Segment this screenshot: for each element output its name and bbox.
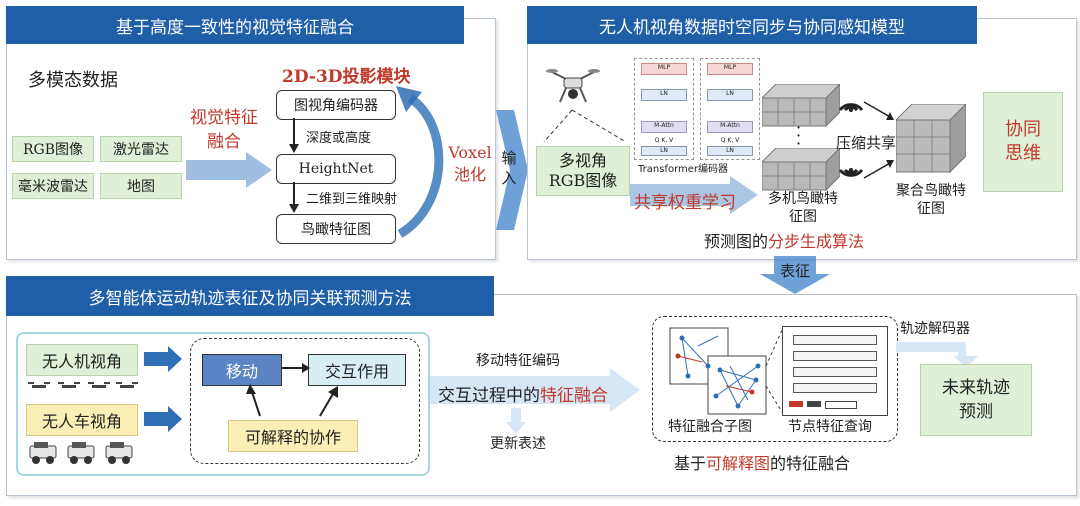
graph-zoom-lines bbox=[765, 329, 783, 413]
heightnet-box: HeightNet bbox=[276, 154, 396, 184]
transformer-block-1: MLP LN M-Attn Q K, V LN bbox=[634, 58, 694, 160]
input-map: 地图 bbox=[100, 173, 182, 199]
uav-view-box: 无人机视角 bbox=[26, 344, 138, 376]
move-box: 移动 bbox=[202, 354, 282, 386]
fusion-process-label: 交互过程中的特征融合 bbox=[438, 386, 608, 406]
node-query-diagram bbox=[782, 326, 888, 416]
feature-grid-icon bbox=[762, 84, 840, 128]
interaction-arrows bbox=[246, 363, 338, 417]
explainable-box: 可解释的协作 bbox=[228, 420, 358, 452]
depth-label: 深度或高度 bbox=[306, 131, 372, 146]
aggregated-grid-icon bbox=[896, 104, 966, 174]
decoder-label: 轨迹解码器 bbox=[900, 321, 970, 337]
uav-arrow bbox=[144, 346, 182, 372]
ugv-arrow bbox=[144, 406, 182, 432]
input-rgb: RGB图像 bbox=[12, 136, 94, 162]
vertical-ellipsis: ··· bbox=[796, 118, 802, 153]
multimodal-label: 多模态数据 bbox=[28, 70, 118, 91]
input-arrow bbox=[496, 110, 528, 230]
fusion-label: 视觉特征融合 bbox=[190, 108, 258, 152]
shared-weight-label: 共享权重学习 bbox=[634, 193, 736, 213]
update-label: 更新表述 bbox=[490, 436, 546, 452]
shared-weight-arrow bbox=[630, 176, 758, 214]
car-icon bbox=[29, 442, 133, 464]
agents-container bbox=[16, 332, 430, 476]
transformer-block-2: MLP LN M-Attn Q K, V LN bbox=[700, 58, 760, 160]
input-mmwave: 毫米波雷达 bbox=[12, 173, 94, 199]
panel3-title: 多智能体运动轨迹表征及协同关联预测方法 bbox=[6, 276, 494, 316]
subgraph-label: 特征融合子图 bbox=[668, 419, 752, 435]
panel2-bottom-text: 预测图的分步生成算法 bbox=[704, 232, 865, 251]
projection-title: 2D-3D投影模块 bbox=[282, 67, 411, 87]
multiview-box: 多视角RGB图像 bbox=[536, 146, 630, 196]
agg-bev-label: 聚合鸟瞰特征图 bbox=[896, 183, 966, 217]
future-trajectory-box: 未来轨迹预测 bbox=[920, 364, 1032, 436]
fusion-process-arrow bbox=[430, 368, 640, 412]
mapping-label: 二维到三维映射 bbox=[306, 192, 398, 207]
compress-share-label: 压缩共享 bbox=[836, 134, 897, 152]
represent-arrow bbox=[760, 256, 830, 294]
compress-arrows bbox=[863, 101, 894, 179]
collab-box: 协同思维 bbox=[983, 92, 1063, 192]
interaction-container bbox=[190, 338, 420, 464]
panel2-title: 无人机视角数据时空同步与协同感知模型 bbox=[527, 6, 977, 44]
node-query-label: 节点特征查询 bbox=[788, 419, 872, 435]
bev-feature-box: 鸟瞰特征图 bbox=[276, 214, 396, 244]
ugv-view-box: 无人车视角 bbox=[26, 404, 138, 436]
encoder-box: 图视角编码器 bbox=[276, 90, 396, 120]
input-lidar: 激光雷达 bbox=[100, 136, 182, 162]
voxel-curve-arrow bbox=[396, 86, 444, 238]
drone-icon-row bbox=[28, 382, 138, 388]
decoder-arrow bbox=[896, 342, 978, 368]
interact-box: 交互作用 bbox=[308, 354, 406, 386]
drone-view-lines bbox=[543, 109, 627, 143]
encoder-to-heightnet-arrow bbox=[289, 118, 299, 153]
motion-encode-label: 移动特征编码 bbox=[476, 353, 560, 369]
multi-bev-label: 多机鸟瞰特征图 bbox=[768, 191, 838, 225]
update-arrow bbox=[506, 408, 526, 434]
wifi-signal-icon-2 bbox=[838, 168, 864, 177]
graph-container bbox=[652, 316, 898, 442]
fusion-arrow bbox=[186, 152, 272, 188]
panel3-bottom-text: 基于可解释图的特征融合 bbox=[674, 454, 851, 473]
graph-icon bbox=[669, 327, 767, 415]
panel1-title: 基于高度一致性的视觉特征融合 bbox=[6, 6, 464, 44]
feature-grid-icon-2 bbox=[762, 148, 840, 192]
drone-icon bbox=[546, 69, 600, 103]
voxel-label: Voxel池化 bbox=[448, 143, 492, 184]
represent-label: 表征 bbox=[780, 262, 811, 280]
transformer-label: Transformer编码器 bbox=[638, 164, 729, 175]
heightnet-to-bev-arrow bbox=[289, 182, 299, 213]
wifi-signal-icon bbox=[838, 103, 864, 112]
input-label: 输入 bbox=[501, 149, 517, 187]
